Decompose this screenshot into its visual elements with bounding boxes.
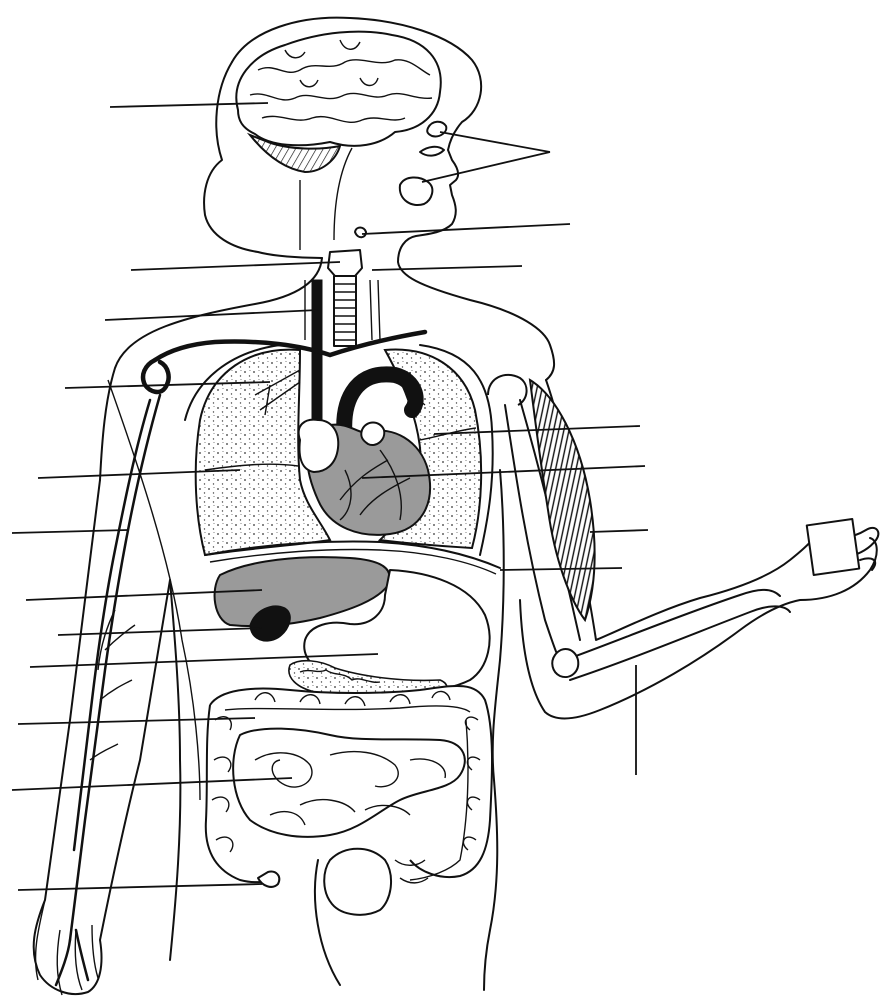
leader-line-thyroid [372,266,522,270]
leader-line-appendix [18,884,262,890]
heart-atrium [299,420,339,472]
head-organs [236,32,446,238]
leader-line-diaphragm [500,568,622,570]
radius-ulna [565,590,790,680]
sinus [427,122,446,137]
leader-line-biceps [590,530,648,532]
brain [236,32,440,146]
elbow [552,649,578,677]
leader-line-large-intestine [18,718,255,724]
left-arm-outline [34,480,170,994]
leader-line-vein [12,530,128,533]
leader-line-sense-b [422,152,550,182]
vena-cava [312,280,322,440]
object-in-hand [807,519,860,575]
trachea [334,276,356,346]
leader-line-trachea [105,310,318,320]
torso-left-inner [108,380,200,800]
right-arm-inner [488,375,790,680]
eye [420,147,444,156]
leader-line-larynx [131,262,340,270]
heart-auricle [361,423,384,446]
torso-left [170,580,180,960]
spine-line [334,148,352,240]
bladder [324,849,391,915]
abdomen [205,542,500,915]
biceps-muscle [530,380,595,620]
leader-line-pituitary [362,224,570,234]
leader-line-sense-a [440,132,550,152]
pituitary [355,228,366,238]
